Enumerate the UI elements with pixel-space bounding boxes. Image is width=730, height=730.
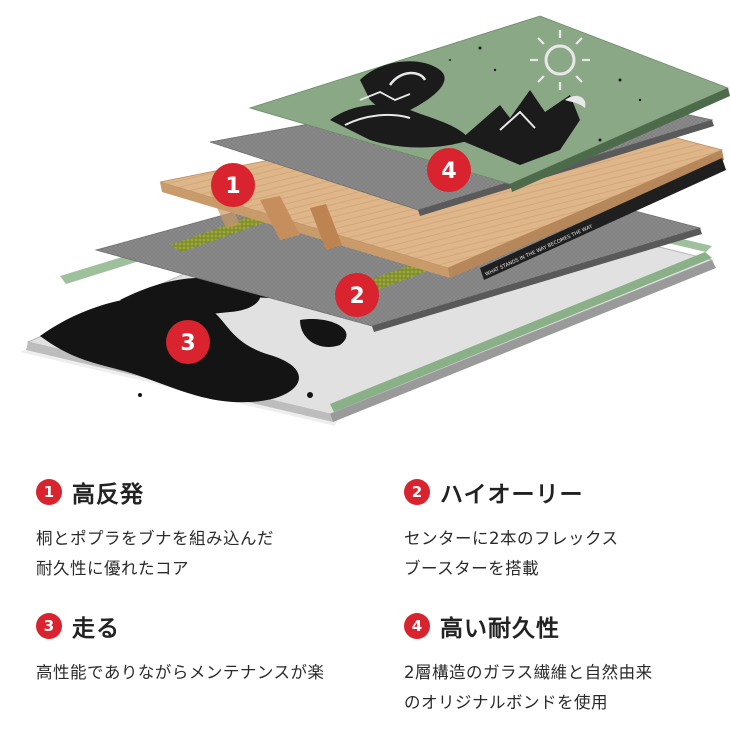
feature-2-heading: 2 ハイオーリー: [404, 476, 724, 508]
feature-1-badge: 1: [36, 479, 62, 505]
feature-2-badge: 2: [404, 479, 430, 505]
feature-3-title: 走る: [72, 616, 120, 642]
green-edge-strip: [60, 172, 712, 412]
marker-1: 1: [211, 163, 255, 207]
feature-4-heading: 4 高い耐久性: [404, 610, 724, 642]
marker-2: 2: [335, 273, 379, 317]
feature-2-title: ハイオーリー: [440, 482, 584, 508]
feature-1-title: 高反発: [72, 482, 144, 508]
layer-diagram: WHAT STANDS IN THE WAY BECOMES THE WAY 1: [20, 15, 730, 426]
feature-4: 4 高い耐久性 2層構造のガラス繊維と自然由来 のオリジナルボンドを使用: [404, 610, 724, 718]
feature-2: 2 ハイオーリー センターに2本のフレックス ブースターを搭載: [404, 476, 724, 584]
feature-4-badge: 4: [404, 613, 430, 639]
marker-3-label: 3: [180, 331, 195, 356]
feature-1-heading: 1 高反発: [36, 476, 356, 508]
feature-4-description: 2層構造のガラス繊維と自然由来 のオリジナルボンドを使用: [404, 663, 653, 712]
feature-4-title: 高い耐久性: [440, 616, 560, 642]
feature-3-badge: 3: [36, 613, 62, 639]
marker-1-label: 1: [225, 174, 240, 199]
feature-3: 3 走る 高性能でありながらメンテナンスが楽: [36, 610, 356, 688]
feature-3-description: 高性能でありながらメンテナンスが楽: [36, 663, 325, 682]
feature-1: 1 高反発 桐とポプラをブナを組み込んだ 耐久性に優れたコア: [36, 476, 356, 584]
feature-2-description: センターに2本のフレックス ブースターを搭載: [404, 529, 619, 578]
feature-1-description: 桐とポプラをブナを組み込んだ 耐久性に優れたコア: [36, 529, 274, 578]
marker-2-label: 2: [349, 284, 364, 309]
marker-4-label: 4: [441, 159, 456, 184]
feature-3-heading: 3 走る: [36, 610, 356, 642]
marker-4: 4: [427, 148, 471, 192]
top-sheet: [248, 15, 730, 192]
marker-3: 3: [166, 320, 210, 364]
